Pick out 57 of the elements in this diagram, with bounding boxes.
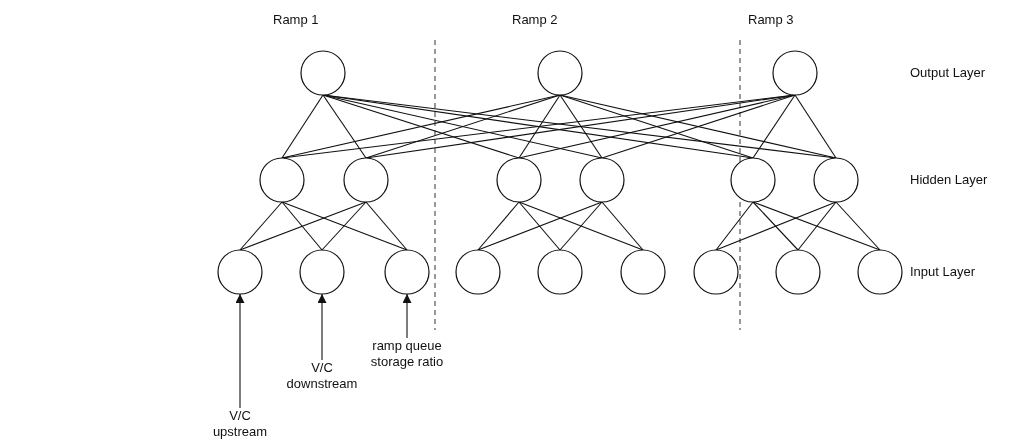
layer-label: Input Layer: [910, 264, 976, 280]
connection-line: [752, 201, 881, 251]
neuron-circle: [730, 157, 776, 203]
layer-label: Hidden Layer: [910, 172, 988, 188]
neuron-circle: [343, 157, 389, 203]
column-label: Ramp 1: [273, 12, 319, 28]
connection-line: [559, 94, 837, 159]
neuron-circle: [496, 157, 542, 203]
connection-line: [601, 201, 644, 251]
connection-line: [365, 94, 561, 159]
connection-line: [281, 201, 323, 251]
connection-line: [752, 201, 799, 251]
layer-label: Output Layer: [910, 65, 986, 81]
neuron-circle: [384, 249, 430, 295]
connection-line: [715, 201, 754, 251]
neuron-circle: [620, 249, 666, 295]
arrow: [317, 293, 327, 361]
connection-line: [797, 201, 837, 251]
connection-line: [559, 201, 603, 251]
column-label: Ramp 2: [512, 12, 558, 28]
connection-line: [281, 201, 408, 251]
connection-line: [752, 94, 796, 159]
neuron-circle: [857, 249, 903, 295]
neuron-circle: [579, 157, 625, 203]
connection-line: [239, 201, 283, 251]
arrow: [402, 293, 412, 339]
neuron-circle: [300, 50, 346, 96]
neuron-circle: [537, 50, 583, 96]
arrow: [235, 293, 245, 409]
connection-line: [559, 94, 603, 159]
input-label: V/C upstream: [204, 408, 276, 440]
connection-line: [365, 201, 408, 251]
connection-line: [518, 94, 561, 159]
connection-line: [321, 201, 367, 251]
neuron-circle: [217, 249, 263, 295]
connection-line: [477, 201, 520, 251]
neuron-circle: [537, 249, 583, 295]
connection-line: [518, 201, 561, 251]
connection-line: [601, 94, 796, 159]
connection-line: [518, 201, 644, 251]
input-label: V/C downstream: [284, 360, 360, 392]
connection-line: [835, 201, 881, 251]
neuron-circle: [775, 249, 821, 295]
neuron-circle: [772, 50, 818, 96]
neuron-circle: [813, 157, 859, 203]
neuron-circle: [693, 249, 739, 295]
neuron-circle: [259, 157, 305, 203]
input-label: ramp queue storage ratio: [359, 338, 455, 370]
column-label: Ramp 3: [748, 12, 794, 28]
neuron-circle: [455, 249, 501, 295]
connection-line: [715, 201, 837, 251]
connection-line: [239, 201, 367, 251]
neuron-circle: [299, 249, 345, 295]
connection-line: [794, 94, 837, 159]
connection-line: [477, 201, 603, 251]
connection-line: [281, 94, 324, 159]
connection-line: [322, 94, 367, 159]
